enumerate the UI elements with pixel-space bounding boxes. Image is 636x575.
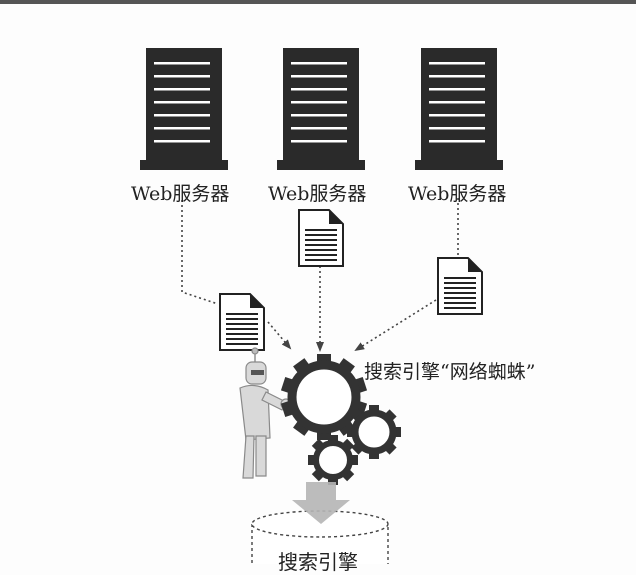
server-label-3: Web服务器: [408, 183, 507, 205]
server-label-1: Web服务器: [131, 183, 230, 205]
web-server-icon: [140, 48, 228, 170]
database-icon: [251, 510, 389, 564]
gear-icon-small: [308, 435, 358, 485]
web-server-icon: [415, 48, 503, 170]
document-icon: [219, 293, 265, 351]
arrow-left: [267, 321, 292, 350]
gear-icon-medium: [347, 405, 401, 459]
document-icon: [298, 209, 344, 267]
arrow-right: [354, 299, 437, 352]
spider-label: 搜索引擎“网络蜘蛛”: [364, 361, 536, 383]
server-label-2: Web服务器: [268, 183, 367, 205]
document-icon: [437, 257, 483, 315]
top-border-line: [0, 0, 636, 4]
gear-icon-large: [280, 354, 368, 440]
down-arrow-icon: [292, 482, 350, 524]
connector-line-left: [181, 200, 219, 305]
web-server-icon: [277, 48, 365, 170]
robot-icon: [239, 347, 292, 479]
database-label: 搜索引擎: [278, 550, 358, 574]
